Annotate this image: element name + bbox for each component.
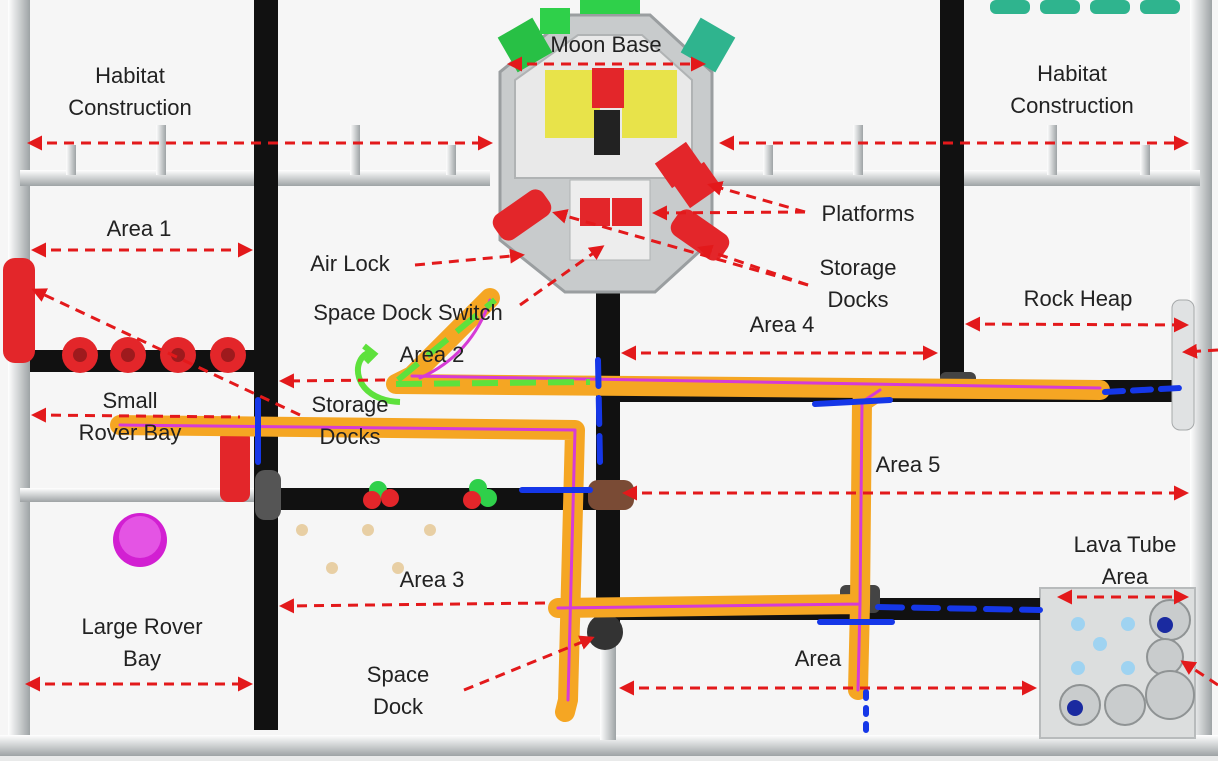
label-habitat-right: Habitat <box>1037 61 1107 86</box>
label-rock-heap: Rock Heap <box>1024 286 1133 311</box>
label-habitat-right-2: Construction <box>1010 93 1134 118</box>
label-space-dock-switch: Space Dock Switch <box>313 300 503 325</box>
label-area-2: Area 2 <box>400 342 465 367</box>
label-lava-tube: Lava Tube <box>1074 532 1177 557</box>
robot-path <box>110 288 1110 722</box>
label-moon-base: Moon Base <box>550 32 661 57</box>
label-space-dock-2: Dock <box>373 694 424 719</box>
label-small-rover-bay-2: Rover Bay <box>79 420 182 445</box>
label-air-lock: Air Lock <box>310 251 390 276</box>
label-area-5: Area 5 <box>876 452 941 477</box>
blue-markers <box>255 357 1183 733</box>
green-markers <box>355 297 591 405</box>
red-rollers <box>3 258 250 502</box>
zone-arrows <box>25 56 1218 696</box>
label-area-3: Area 3 <box>400 567 465 592</box>
field-objects <box>113 299 1195 650</box>
label-space-dock: Space <box>367 662 429 687</box>
label-platforms: Platforms <box>822 201 915 226</box>
lava-tube-model <box>1059 599 1195 726</box>
label-area-1: Area 1 <box>107 216 172 241</box>
teal-cylinders <box>990 0 1180 14</box>
label-area-6: Area <box>795 646 842 671</box>
label-lava-tube-2: Area <box>1102 564 1149 589</box>
label-area-4: Area 4 <box>750 312 815 337</box>
zone-labels: Moon Base Habitat Construction Habitat C… <box>68 32 1176 719</box>
label-storage-docks-right-2: Docks <box>827 287 888 312</box>
label-large-rover-bay-2: Bay <box>123 646 161 671</box>
label-habitat-left: Habitat <box>95 63 165 88</box>
label-storage-docks-right: Storage <box>819 255 896 280</box>
label-storage-docks-left: Storage <box>311 392 388 417</box>
label-large-rover-bay: Large Rover <box>81 614 202 639</box>
label-habitat-left-2: Construction <box>68 95 192 120</box>
label-small-rover-bay: Small <box>102 388 157 413</box>
label-storage-docks-left-2: Docks <box>319 424 380 449</box>
